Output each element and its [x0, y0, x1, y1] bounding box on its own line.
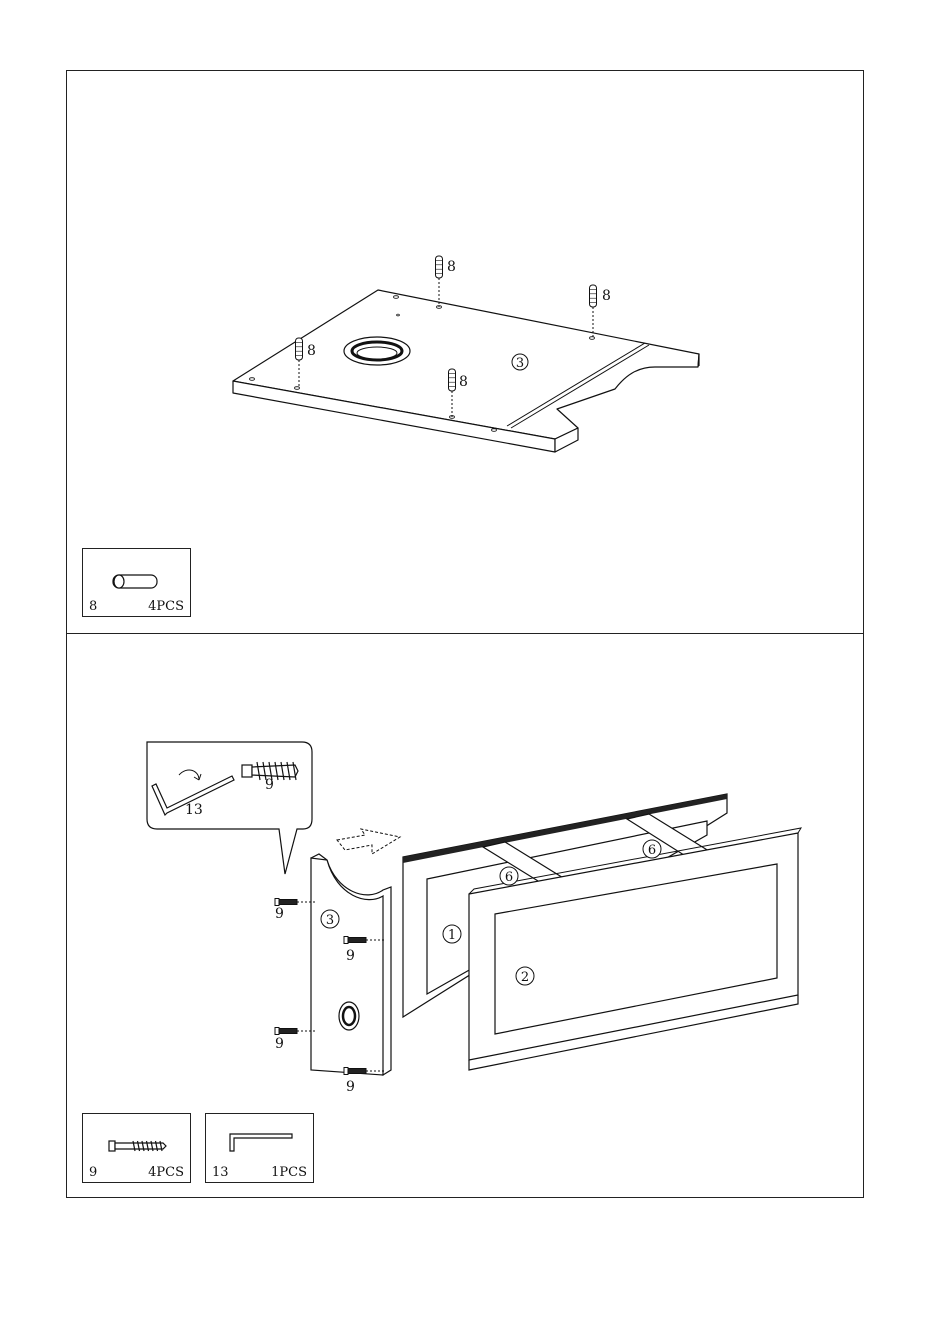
part-quantity: 4PCS — [148, 1165, 184, 1180]
allen-key-icon — [206, 1114, 313, 1164]
bottom-board-label: 3 — [516, 356, 524, 371]
dowel-icon — [436, 256, 443, 307]
allen-key-label: 13 — [185, 802, 203, 818]
screw-icon — [275, 1028, 315, 1035]
screw-icon — [275, 899, 315, 906]
step-2-panel: 13 9 — [66, 633, 864, 1198]
dowel-icon — [590, 285, 597, 338]
direction-arrow — [337, 829, 400, 854]
rail-label: 6 — [648, 843, 656, 858]
handle-cutout — [344, 337, 410, 365]
part-number: 13 — [212, 1165, 229, 1180]
part-number: 9 — [89, 1165, 97, 1180]
part-quantity: 1PCS — [271, 1165, 307, 1180]
dowel-icon — [83, 549, 190, 599]
dowel-label: 8 — [307, 343, 316, 359]
dowel-label: 8 — [447, 259, 456, 275]
part-number: 8 — [89, 599, 97, 614]
part-quantity: 4PCS — [148, 599, 184, 614]
rail-label: 6 — [505, 870, 513, 885]
screw-label: 9 — [275, 1036, 284, 1052]
screw-label: 9 — [275, 906, 284, 922]
front-panel-label: 2 — [521, 970, 529, 985]
step-1-panel: 3 8 8 8 8 8 4PCS — [66, 70, 864, 634]
screw-label: 9 — [346, 1079, 355, 1095]
parts-box-dowel: 8 4PCS — [82, 548, 191, 617]
parts-box-allen-key: 13 1PCS — [205, 1113, 314, 1183]
side-panel-label: 3 — [326, 913, 334, 928]
screw-label: 9 — [265, 777, 274, 793]
screw-icon — [83, 1114, 190, 1164]
dowel-label: 8 — [602, 288, 611, 304]
bottom-board-top — [233, 290, 699, 439]
parts-box-screw: 9 4PCS — [82, 1113, 191, 1183]
screw-label: 9 — [346, 948, 355, 964]
side-panel — [311, 854, 391, 1075]
dowel-label: 8 — [459, 374, 468, 390]
back-panel-label: 1 — [448, 928, 456, 943]
